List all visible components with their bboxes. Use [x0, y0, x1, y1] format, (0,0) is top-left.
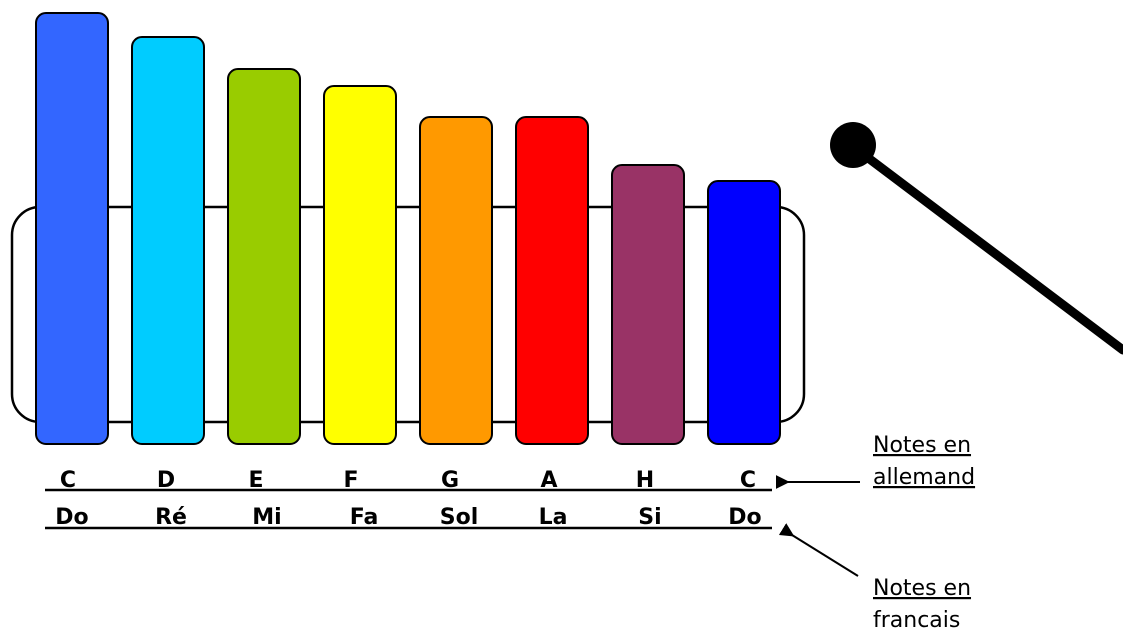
french-note-label: Mi: [252, 505, 281, 530]
french-note-label: Do: [728, 505, 761, 530]
german-note-label: G: [441, 468, 459, 493]
german-note-label: D: [157, 468, 175, 493]
arrow-icon: [778, 523, 859, 577]
german-note-label: C: [60, 468, 76, 493]
german-note-label: C: [740, 468, 756, 493]
xylophone-bar: [131, 36, 205, 445]
mallet-icon: [830, 122, 1123, 355]
german-note-label: F: [343, 468, 358, 493]
german-note-label: A: [540, 468, 557, 493]
xylophone-bar: [227, 68, 301, 445]
german-note-label: E: [248, 468, 263, 493]
french-note-label: Si: [638, 505, 661, 530]
xylophone-bar: [35, 12, 109, 445]
french-note-label: Ré: [155, 505, 187, 530]
french-note-label: Do: [55, 505, 88, 530]
xylophone-bar: [419, 116, 493, 445]
german-caption-line2: allemand: [873, 465, 975, 490]
french-note-label: Fa: [350, 505, 379, 530]
xylophone-bar: [515, 116, 589, 445]
french-note-labels: Do Ré Mi Fa Sol La Si Do: [55, 505, 761, 530]
french-note-label: La: [539, 505, 568, 530]
xylophone-frame: [10, 205, 806, 424]
xylophone-bar: [323, 85, 397, 445]
xylophone-bar: [707, 180, 781, 445]
french-note-label: Sol: [440, 505, 479, 530]
french-caption-line1: Notes en: [873, 576, 971, 601]
xylophone-bar: [611, 164, 685, 445]
french-caption-line2: francais: [873, 608, 960, 633]
german-caption-line1: Notes en: [873, 433, 971, 458]
german-note-label: H: [636, 468, 654, 493]
xylophone-bars: [35, 12, 781, 445]
